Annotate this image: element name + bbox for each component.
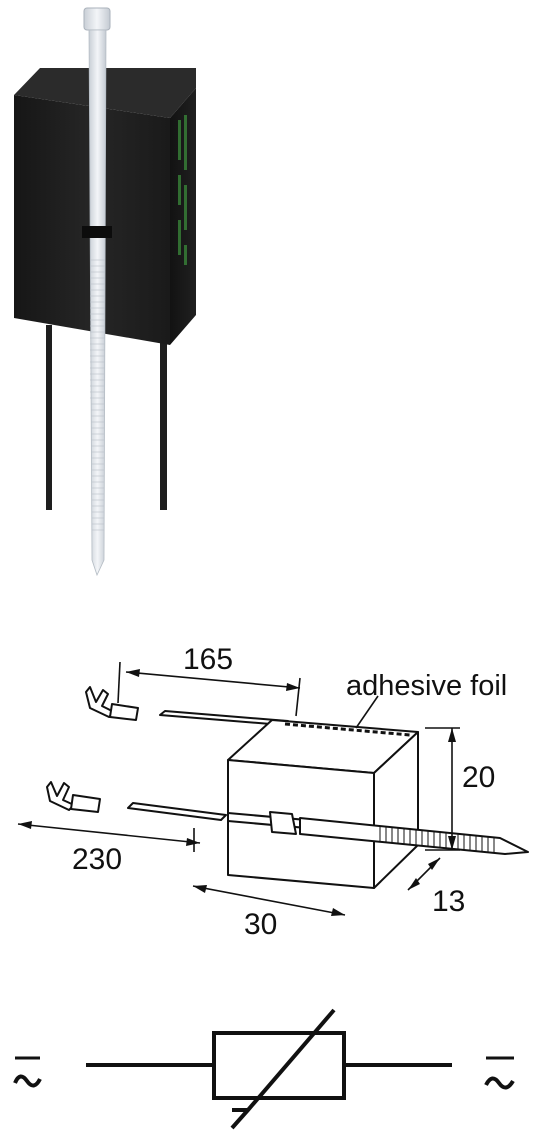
dim-230: 230 bbox=[72, 843, 122, 876]
varistor-symbol bbox=[13, 1008, 515, 1130]
cable-tie-drawing bbox=[269, 811, 529, 855]
dim-13: 13 bbox=[432, 885, 465, 918]
dimension-arrows bbox=[18, 669, 456, 916]
dimension-drawing: 165 adhesive foil 20 230 13 30 bbox=[17, 643, 529, 941]
printed-marking bbox=[178, 115, 187, 265]
dim-165: 165 bbox=[183, 643, 233, 676]
adhesive-foil-label: adhesive foil bbox=[346, 670, 507, 702]
upper-fork-terminal bbox=[85, 686, 139, 721]
lower-fork-terminal bbox=[46, 781, 101, 813]
adhesive-foil-strip bbox=[284, 722, 411, 737]
wire-leads bbox=[46, 325, 167, 510]
tie-serrations bbox=[379, 826, 495, 852]
ac-symbol-right bbox=[484, 1056, 515, 1090]
lower-lead bbox=[127, 802, 227, 821]
product-photo bbox=[14, 7, 196, 577]
varistor-block bbox=[227, 719, 419, 889]
dim-20: 20 bbox=[462, 761, 495, 794]
ac-symbol-left bbox=[13, 1056, 42, 1088]
dim-30: 30 bbox=[244, 908, 277, 941]
cable-tie bbox=[82, 7, 112, 577]
dimension-lines bbox=[17, 661, 460, 916]
symbol-body bbox=[212, 1031, 346, 1100]
